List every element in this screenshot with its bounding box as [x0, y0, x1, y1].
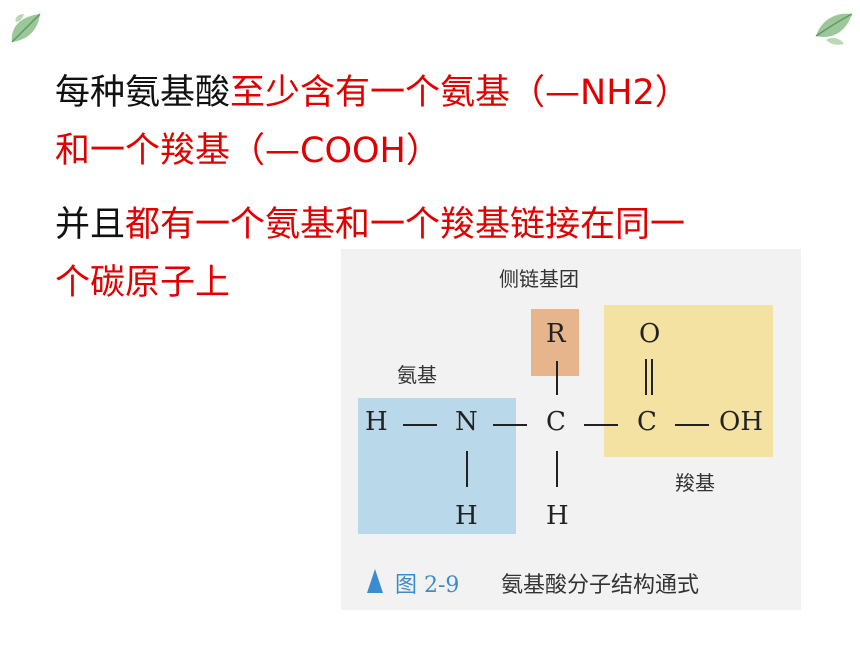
- text-line-1: 每种氨基酸至少含有一个氨基（—NH2）: [55, 66, 690, 120]
- atom-h-below-n: H: [455, 501, 478, 531]
- caption-text: 氨基酸分子结构通式: [501, 573, 700, 598]
- bond-o-c-2: [651, 359, 653, 395]
- line2-red-text: 和一个羧基（—COOH）: [55, 131, 441, 171]
- carboxyl-group-label: 羧基: [675, 471, 715, 495]
- atom-n: N: [455, 407, 478, 437]
- atom-c-right: C: [637, 407, 657, 437]
- side-chain-label: 侧链基团: [499, 267, 579, 291]
- leaf-icon-left: [11, 13, 41, 43]
- atom-c-center: C: [546, 407, 566, 437]
- text-line-4: 个碳原子上: [55, 256, 230, 310]
- text-line-2: 和一个羧基（—COOH）: [55, 124, 441, 178]
- amino-acid-structure-figure: 侧链基团 氨基 羧基 R O H N C C OH H H 图 2-9 氨基酸分…: [341, 249, 801, 610]
- line1-red-text: 至少含有一个氨基（—NH2）: [230, 73, 690, 113]
- bond-h-n: [403, 424, 437, 426]
- atom-r: R: [546, 319, 566, 349]
- side-chain-box: [531, 309, 579, 376]
- bond-r-c: [556, 361, 558, 395]
- atom-o: O: [639, 319, 661, 349]
- caption-number: 图 2-9: [395, 573, 460, 598]
- leaf-icon-right: [815, 13, 853, 45]
- line3-red-text: 都有一个氨基和一个羧基链接在同一: [125, 205, 686, 245]
- caption-triangle-icon: [367, 569, 383, 593]
- atom-h-left: H: [365, 407, 388, 437]
- carboxyl-group-box: [604, 305, 773, 457]
- amino-group-label: 氨基: [397, 363, 437, 387]
- bond-c-c: [584, 424, 618, 426]
- bond-o-c-1: [645, 359, 647, 395]
- text-line-3: 并且都有一个氨基和一个羧基链接在同一: [55, 198, 685, 252]
- bond-c-oh: [675, 424, 709, 426]
- amino-group-box: [358, 398, 516, 534]
- bond-c-h: [556, 451, 558, 487]
- line4-red-text: 个碳原子上: [55, 263, 231, 303]
- atom-h-below-c: H: [546, 501, 569, 531]
- line1-black-text: 每种氨基酸: [55, 73, 231, 113]
- bond-n-c: [493, 424, 527, 426]
- line3-black-text: 并且: [55, 205, 126, 245]
- bond-n-h: [466, 451, 468, 487]
- atom-oh: OH: [719, 407, 763, 437]
